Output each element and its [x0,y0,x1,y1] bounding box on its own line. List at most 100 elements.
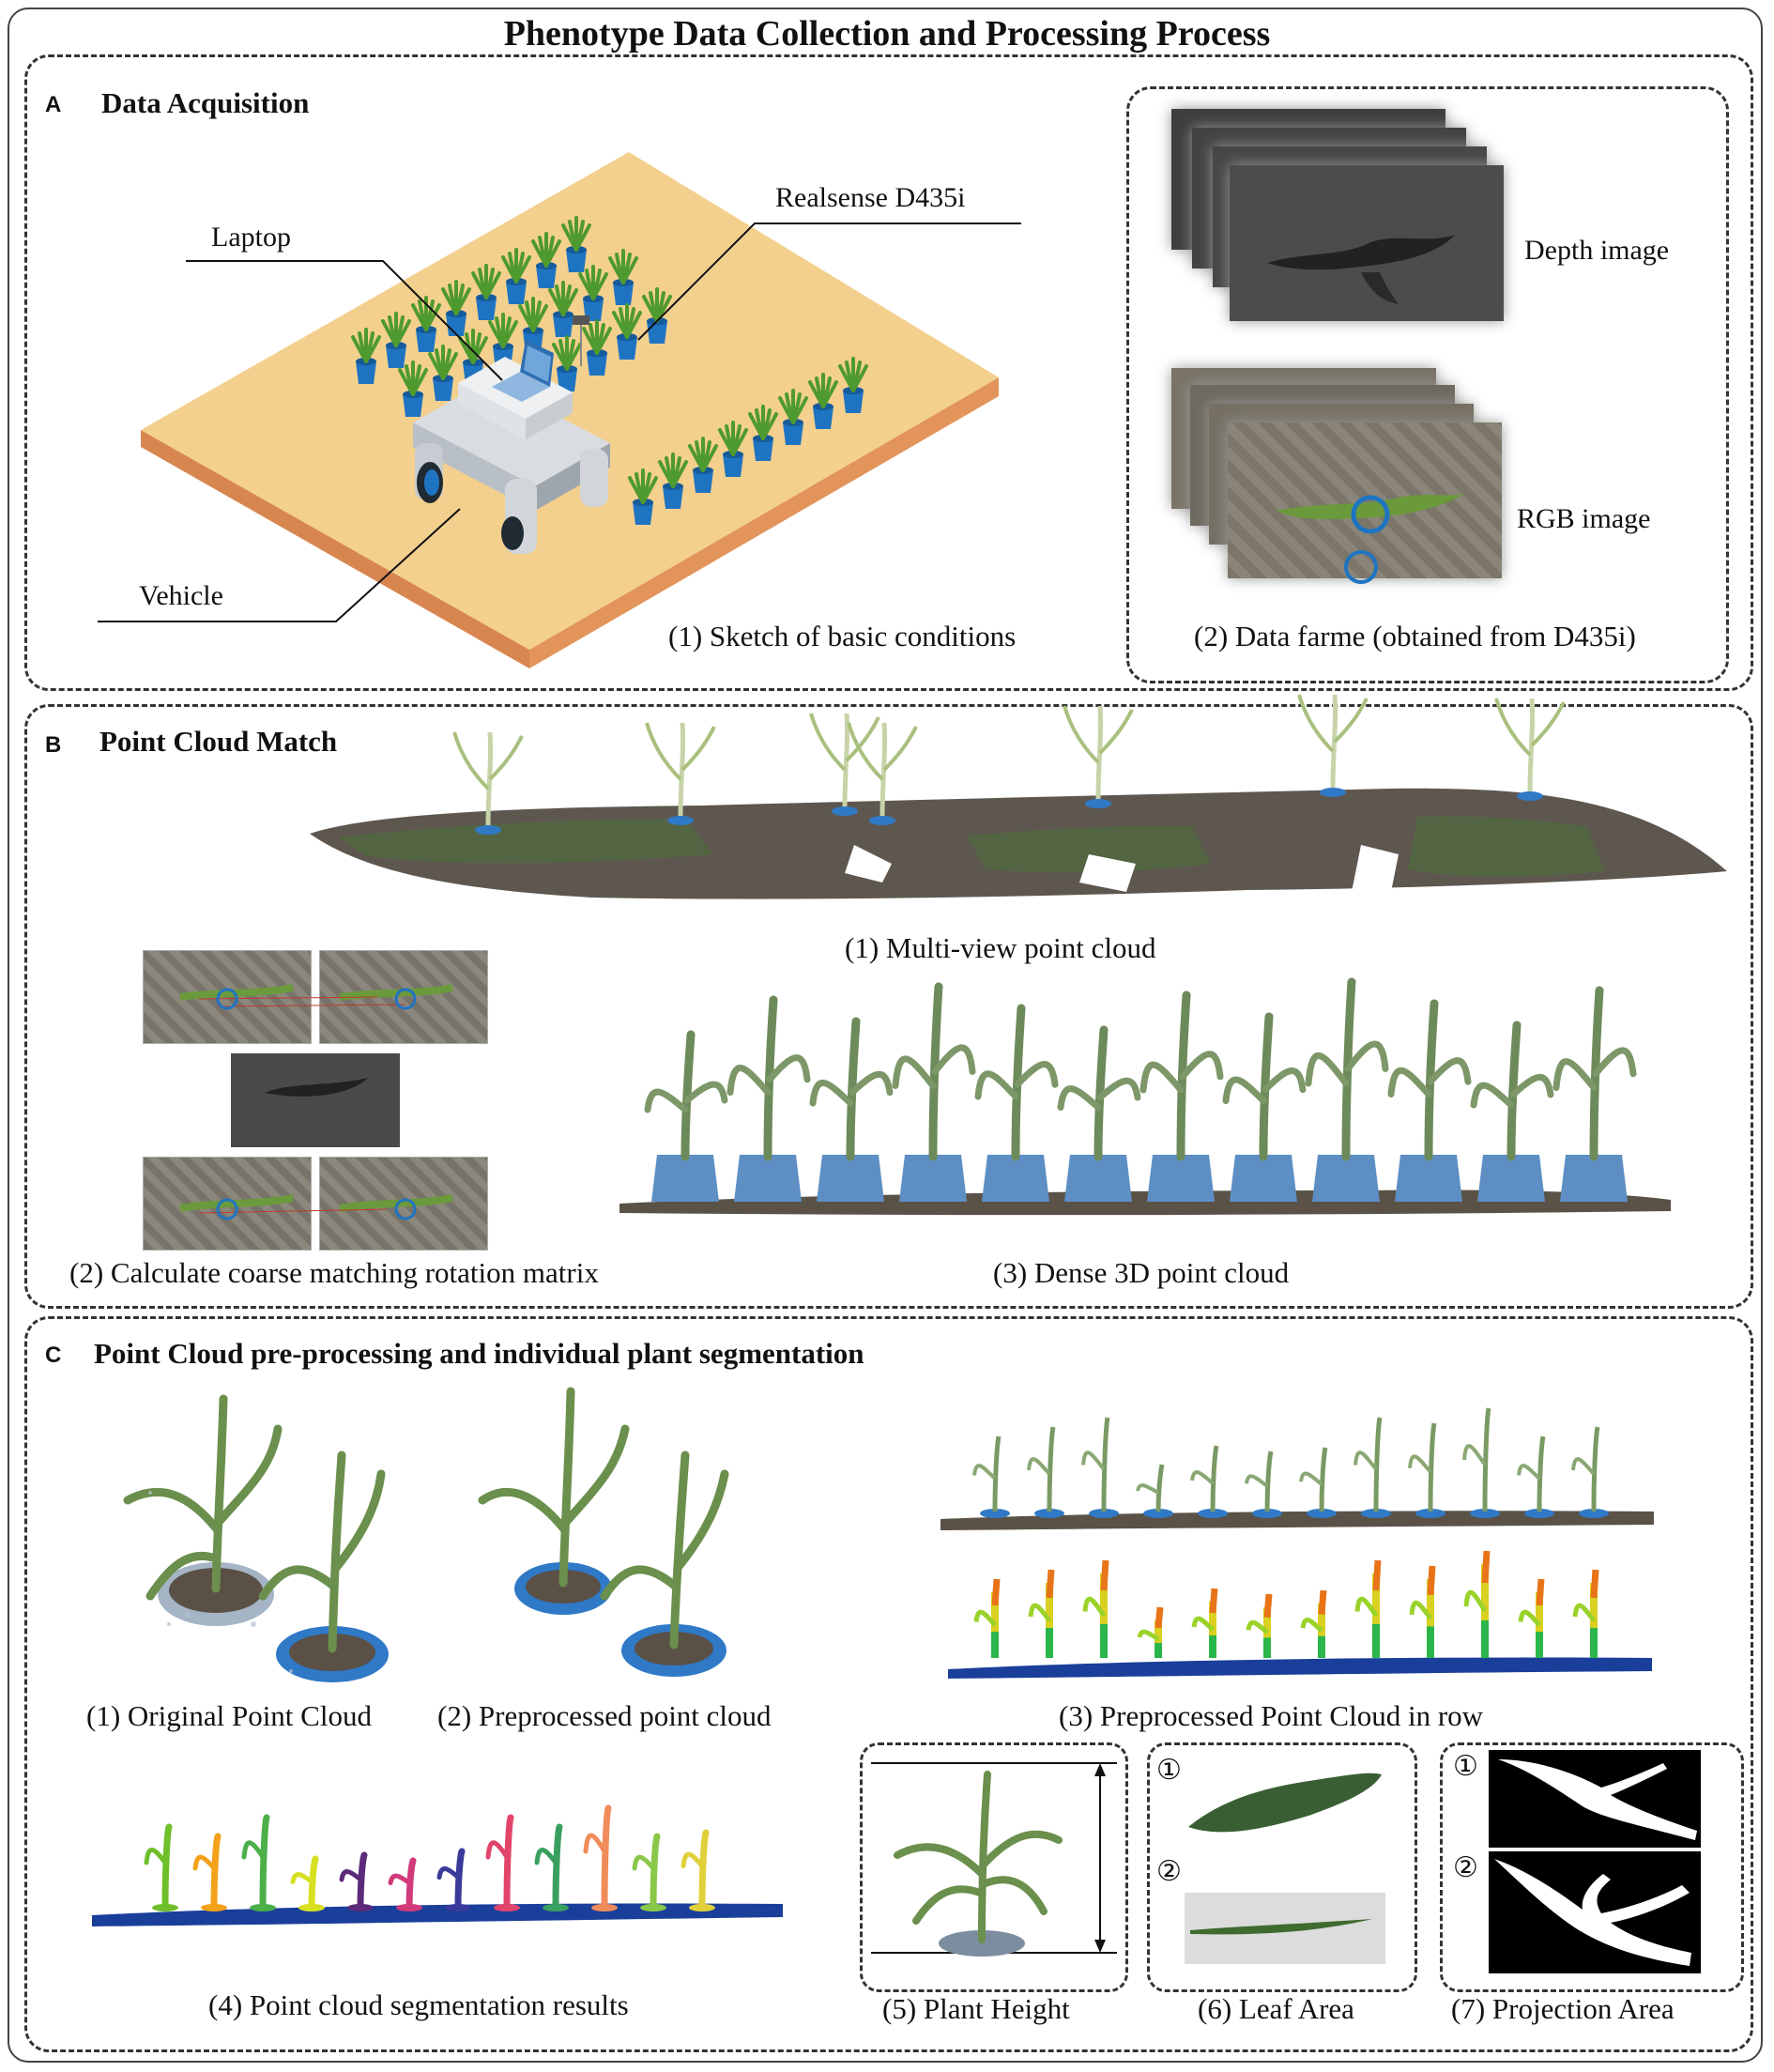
panel-c-title: Point Cloud pre-processing and individua… [94,1337,864,1370]
potted-plant [351,328,381,384]
row-plant [1353,1417,1391,1518]
dense-plant [1470,1021,1554,1202]
dense-plant [1222,1012,1307,1202]
cloud-plant [1494,698,1566,801]
panel-b-frame [24,704,1753,1309]
row-plant [1408,1422,1445,1518]
potted-plant [808,373,838,429]
panel-c-caption-1: (1) Original Point Cloud [86,1699,372,1732]
panel-b-letter: B [45,732,62,758]
camera-leader [637,223,1021,341]
preprocessed-point-cloud [478,1387,729,1677]
height-colored-plant [1572,1569,1599,1658]
rgb-image-label: RGB image [1517,503,1651,534]
field-sketch [98,152,1021,668]
laptop-label: Laptop [211,222,291,253]
segmented-plant [436,1848,471,1911]
potted-plant [501,248,531,304]
potted-plant [628,468,658,525]
match-depth [231,1053,400,1147]
segmented-plant [144,1823,178,1911]
potted-plant [688,437,718,493]
depth-silhouette [1267,235,1455,304]
panel-b-caption-3: (3) Dense 3D point cloud [993,1256,1290,1289]
potted-plant [398,361,428,417]
segmented-plant [241,1814,276,1911]
segmented-plant [192,1833,227,1911]
segmented-plant [485,1814,520,1911]
potted-plant [718,421,748,477]
segmented-plant [534,1823,569,1911]
rgb-plant [1277,494,1464,584]
panel-c-frame [24,1316,1753,2052]
height-colored-plant [1409,1565,1436,1658]
segmented-plant [632,1833,666,1911]
panel-c-caption-5: (5) Plant Height [882,1992,1070,2025]
ground-edge-left [141,430,529,668]
dense-plant [809,1017,894,1202]
cloud-plant [645,722,716,825]
cloud-plant [847,722,918,825]
row-plant [1081,1417,1119,1518]
vehicle-label: Vehicle [139,580,223,611]
potted-plant [778,389,808,445]
dense-plant [1552,986,1637,1202]
segmented-plant [583,1804,618,1911]
original-point-cloud [123,1394,389,1682]
potted-plant [658,453,688,509]
height-colored-plant [1082,1559,1109,1658]
panel-a-caption-2: (2) Data farme (obtained from D435i) [1194,620,1636,652]
row-plant [1571,1426,1609,1518]
panel-c-caption-6: (6) Leaf Area [1198,1992,1354,2025]
plant-height-figure [871,1762,1117,1957]
projection-area-panel [1440,1742,1744,1992]
dense-plant [1387,999,1472,1202]
figure-title: Phenotype Data Collection and Processing… [503,14,1271,54]
potted-plant [612,303,642,360]
height-colored-plant [1246,1593,1273,1658]
dense-plant [1139,990,1224,1202]
height-colored-plant [1028,1569,1055,1658]
vehicle [413,340,610,554]
dense-plant [1057,1025,1141,1202]
cloud-plant [1297,694,1369,797]
preprocessed-row [941,1407,1654,1679]
potted-plant [838,357,868,413]
leaf-area-marker-2: ② [1156,1856,1182,1887]
height-colored-plant [1354,1559,1382,1658]
panel-c-caption-2: (2) Preprocessed point cloud [437,1699,772,1732]
height-colored-plant [1300,1589,1327,1658]
panel-c-caption-7: (7) Projection Area [1451,1992,1675,2025]
height-colored-plant [1463,1550,1491,1658]
row-plant [1299,1447,1337,1518]
panel-c-letter: C [45,1343,62,1368]
camera-label: Realsense D435i [775,182,966,213]
row-plant [1517,1435,1554,1518]
leaf-area-panel [1147,1742,1417,1992]
panel-c-caption-4: (4) Point cloud segmentation results [208,1988,629,2021]
potted-plant [531,232,561,288]
potted-plant [561,216,591,272]
leaf-photo-shape [1190,1919,1372,1935]
height-colored-plant [973,1578,1001,1658]
ground-edge-front [529,377,999,668]
projection-shape-1 [1498,1759,1697,1840]
cloud-plant [452,731,524,835]
row-plant [1190,1445,1228,1518]
height-colored-plant [1191,1588,1218,1658]
segmented-plant [290,1855,325,1911]
camera-icon [573,315,589,325]
figure-frame [8,8,1763,2063]
panel-b-title: Point Cloud Match [99,725,338,758]
height-colored-plant [1518,1578,1545,1658]
projection-marker-1: ① [1453,1751,1478,1782]
panel-b-caption-2: (2) Calculate coarse matching rotation m… [69,1256,599,1289]
cloud-plant [809,713,880,816]
potted-plant [608,249,638,305]
panel-a-frame [24,54,1753,691]
dense-plant [726,995,811,1202]
panel-c-caption-3: (3) Preprocessed Point Cloud in row [1059,1699,1484,1732]
row-plant [972,1435,1010,1518]
row-plant [1462,1407,1500,1518]
depth-image-label: Depth image [1524,235,1670,266]
